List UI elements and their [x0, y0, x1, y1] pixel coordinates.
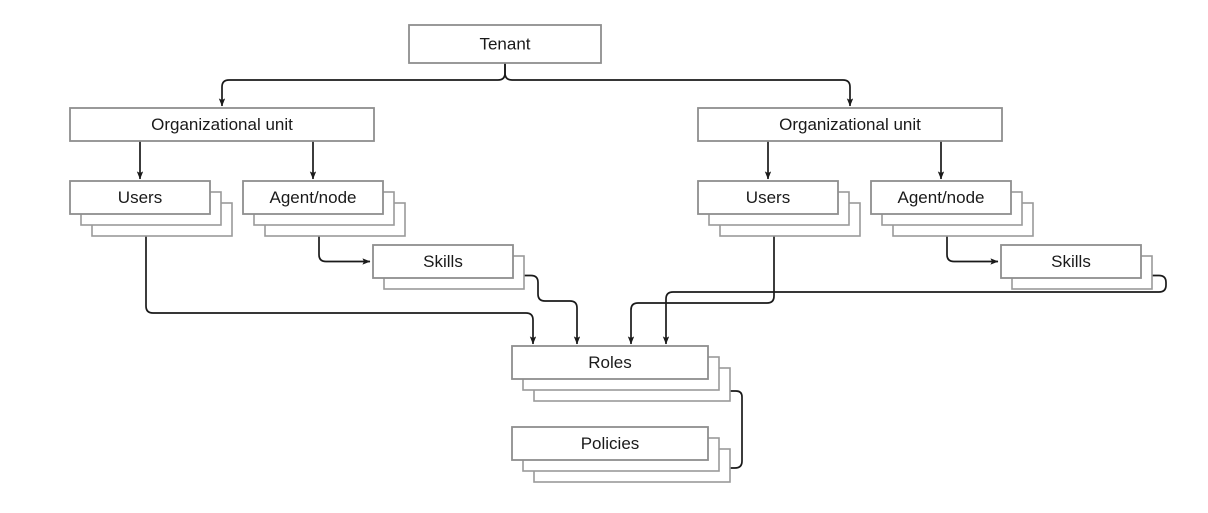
node-skills-left[interactable]: Skills: [372, 244, 525, 290]
node-agent-left[interactable]: Agent/node: [242, 180, 406, 237]
node-box[interactable]: [242, 180, 384, 215]
edge-tenant-to-ou-right: [504, 63, 854, 107]
edge-skills-right-to-roles: [662, 274, 1167, 345]
node-box[interactable]: [408, 24, 602, 64]
node-users-right[interactable]: Users: [697, 180, 861, 237]
node-box[interactable]: [69, 180, 211, 215]
node-box[interactable]: [511, 426, 709, 461]
edge-agent-left-to-skills: [318, 236, 371, 265]
node-policies[interactable]: Policies: [511, 426, 731, 483]
node-ou-right[interactable]: Organizational unit: [697, 107, 1003, 142]
node-box[interactable]: [870, 180, 1012, 215]
node-roles[interactable]: Roles: [511, 345, 731, 402]
edge-skills-left-to-roles: [524, 274, 581, 345]
node-skills-right[interactable]: Skills: [1000, 244, 1153, 290]
node-box[interactable]: [511, 345, 709, 380]
edge-roles-to-policies: [717, 390, 743, 472]
node-tenant[interactable]: Tenant: [408, 24, 602, 64]
node-users-left[interactable]: Users: [69, 180, 233, 237]
node-agent-right[interactable]: Agent/node: [870, 180, 1034, 237]
node-box[interactable]: [1000, 244, 1142, 279]
edge-users-left-to-roles: [145, 236, 537, 345]
node-ou-left[interactable]: Organizational unit: [69, 107, 375, 142]
node-box[interactable]: [372, 244, 514, 279]
node-box[interactable]: [69, 107, 375, 142]
node-box[interactable]: [697, 107, 1003, 142]
edge-agent-right-to-skills: [946, 236, 999, 265]
edge-users-right-to-roles: [627, 236, 775, 345]
edge-layer: [136, 63, 1167, 472]
node-box[interactable]: [697, 180, 839, 215]
edge-tenant-to-ou-left: [218, 63, 506, 107]
